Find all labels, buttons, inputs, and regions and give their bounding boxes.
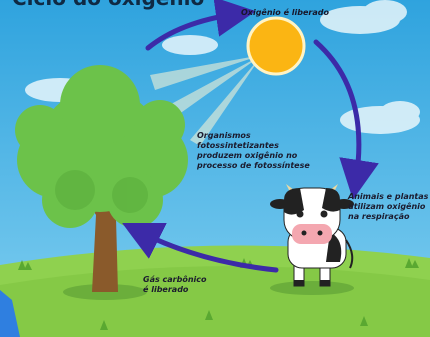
sun-icon xyxy=(246,16,306,76)
label-respiration: Animais e plantas utilizam oxigênio na r… xyxy=(348,192,429,221)
label-oxygen-released: Oxigênio é liberado xyxy=(241,8,329,17)
label-co2-released: Gás carbônico é liberado xyxy=(143,275,207,294)
arrow-cow-to-tree xyxy=(122,223,279,273)
cow-shadow xyxy=(270,281,354,295)
tree-canopy-shade xyxy=(55,170,148,213)
label-photosynthesis: Organismos fotossintetizantes produzem o… xyxy=(197,131,310,170)
corner-accent xyxy=(0,290,20,337)
arrow-sun-to-cow xyxy=(313,39,379,200)
cow-icon xyxy=(270,184,354,287)
diagram-title: Ciclo do oxigênio xyxy=(12,0,204,10)
sunbeam-icon xyxy=(150,55,262,146)
arrow-tree-to-sun xyxy=(145,0,256,51)
